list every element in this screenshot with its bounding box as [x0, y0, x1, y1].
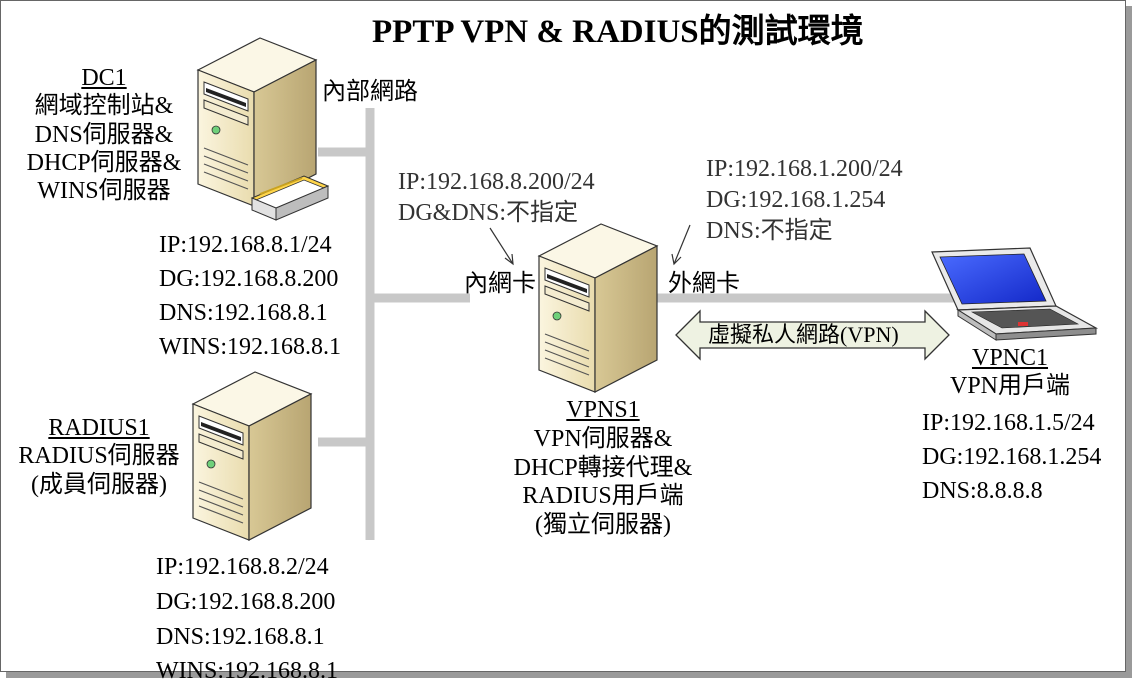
dc1-info: DC1 網域控制站& DNS伺服器& DHCP伺服器& WINS伺服器 [18, 64, 190, 206]
vpns1-info: VPNS1 VPN伺服器& DHCP轉接代理& RADIUS用戶端 (獨立伺服器… [496, 396, 710, 540]
dc1-role: WINS伺服器 [37, 178, 171, 205]
vpns1-server-icon [538, 223, 658, 393]
vpns1-external-nic-config-line: DNS:不指定 [706, 218, 833, 245]
radius1-server-icon [192, 371, 312, 541]
vpnc1-config-line: DG:192.168.1.254 [922, 444, 1102, 471]
vpns1-role: RADIUS用戶端 [522, 483, 684, 510]
vpns1-external-nic-config: IP:192.168.1.200/24 DG:192.168.1.254 DNS… [706, 154, 903, 248]
radius1-info: RADIUS1 RADIUS伺服器 (成員伺服器) [6, 414, 192, 499]
dc1-config-line: DNS:192.168.8.1 [159, 300, 328, 327]
vpns1-external-nic-config-line: DG:192.168.1.254 [706, 187, 886, 214]
radius1-config-line: DNS:192.168.8.1 [156, 623, 325, 650]
dc1-config-line: WINS:192.168.8.1 [159, 334, 341, 361]
dc1-directory-icon [250, 175, 330, 221]
vpnc1-info: VPNC1 VPN用戶端 [940, 344, 1080, 401]
diagram-title: PPTP VPN & RADIUS的測試環境 [372, 14, 864, 50]
internal-network-label: 內部網路 [322, 79, 418, 105]
dc1-config: IP:192.168.8.1/24 DG:192.168.8.200 DNS:1… [159, 228, 341, 364]
vpn-tunnel-label: 虛擬私人網路(VPN) [708, 322, 899, 347]
radius1-config-line: WINS:192.168.8.1 [156, 658, 338, 685]
vpns1-role: (獨立伺服器) [535, 512, 671, 539]
vpns1-name: VPNS1 [566, 397, 640, 423]
radius1-config-line: DG:192.168.8.200 [156, 588, 336, 615]
vpns1-internal-nic-config-line: IP:192.168.8.200/24 [398, 169, 595, 195]
dc1-role: DHCP伺服器& [26, 149, 182, 176]
external-nic-callout-arrow [671, 224, 691, 266]
internal-network-line [318, 108, 470, 540]
radius1-name: RADIUS1 [48, 415, 150, 441]
dc1-config-line: DG:192.168.8.200 [159, 266, 339, 293]
radius1-role: (成員伺服器) [31, 471, 167, 498]
vpn-tunnel-arrow [675, 309, 950, 361]
radius1-role: RADIUS伺服器 [18, 443, 180, 470]
vpnc1-laptop-icon [931, 247, 1099, 341]
vpnc1-config-line: DNS:8.8.8.8 [922, 478, 1043, 505]
vpns1-internal-nic-config: IP:192.168.8.200/24 DG&DNS:不指定 [398, 167, 595, 229]
dc1-role: 網域控制站& [34, 93, 174, 120]
vpns1-role: VPN伺服器& [533, 425, 673, 452]
radius1-config-line: IP:192.168.8.2/24 [156, 554, 329, 580]
vpns1-internal-nic-config-line: DG&DNS:不指定 [398, 200, 579, 227]
dc1-name: DC1 [81, 65, 127, 91]
vpns1-role: DHCP轉接代理& [513, 454, 693, 481]
vpnc1-role: VPN用戶端 [949, 373, 1070, 400]
vpns1-external-nic-label: 外網卡 [668, 271, 740, 297]
vpnc1-config: IP:192.168.1.5/24 DG:192.168.1.254 DNS:8… [922, 406, 1101, 508]
radius1-config: IP:192.168.8.2/24 DG:192.168.8.200 DNS:1… [156, 550, 338, 689]
internal-nic-callout-arrow [489, 227, 514, 266]
vpns1-external-nic-config-line: IP:192.168.1.200/24 [706, 156, 903, 182]
dc1-config-line: IP:192.168.8.1/24 [159, 232, 332, 258]
vpnc1-config-line: IP:192.168.1.5/24 [922, 410, 1095, 436]
dc1-role: DNS伺服器& [34, 121, 174, 148]
vpnc1-name: VPNC1 [971, 345, 1049, 371]
vpns1-internal-nic-label: 內網卡 [464, 271, 536, 297]
